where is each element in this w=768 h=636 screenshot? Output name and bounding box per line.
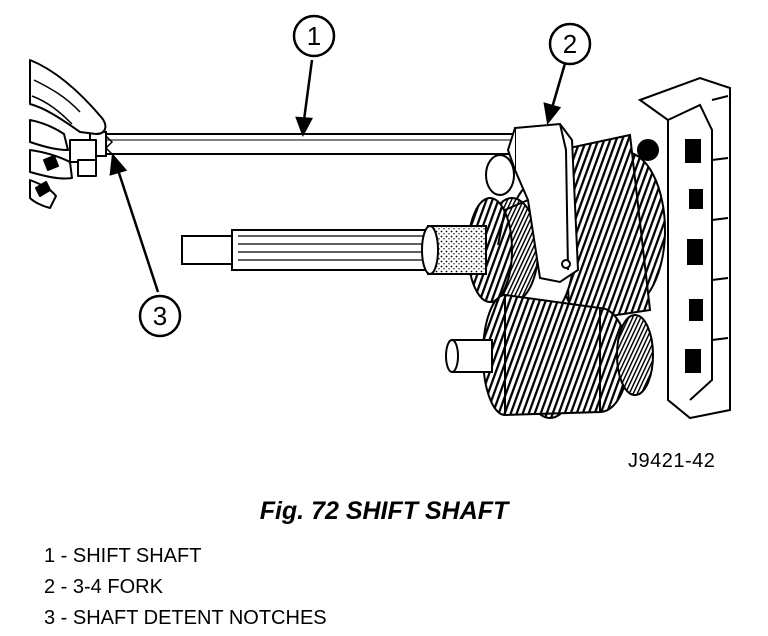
hand-illustration bbox=[29, 59, 107, 209]
callout-2-number: 2 bbox=[563, 29, 577, 59]
leader-lines bbox=[109, 59, 568, 293]
callout-2: 2 bbox=[548, 22, 592, 66]
legend: 1 - SHIFT SHAFT 2 - 3-4 FORK 3 - SHAFT D… bbox=[44, 541, 327, 634]
figure-code: J9421-42 bbox=[628, 450, 716, 472]
callout-1-number: 1 bbox=[307, 21, 321, 51]
legend-item-3: 3 - SHAFT DETENT NOTCHES bbox=[44, 607, 327, 629]
legend-item-1: 1 - SHIFT SHAFT bbox=[44, 545, 202, 567]
shift-shaft-illustration: 1 2 3 bbox=[29, 14, 731, 420]
callout-1: 1 bbox=[292, 14, 336, 58]
callout-3: 3 bbox=[138, 294, 182, 338]
main-shaft bbox=[181, 225, 487, 275]
shift-shaft bbox=[89, 131, 523, 157]
figure-caption: Fig. 72 SHIFT SHAFT bbox=[259, 497, 509, 525]
callout-3-number: 3 bbox=[153, 301, 167, 331]
transmission-case bbox=[637, 76, 731, 420]
legend-item-2: 2 - 3-4 FORK bbox=[44, 576, 163, 598]
three-four-fork bbox=[497, 122, 580, 284]
